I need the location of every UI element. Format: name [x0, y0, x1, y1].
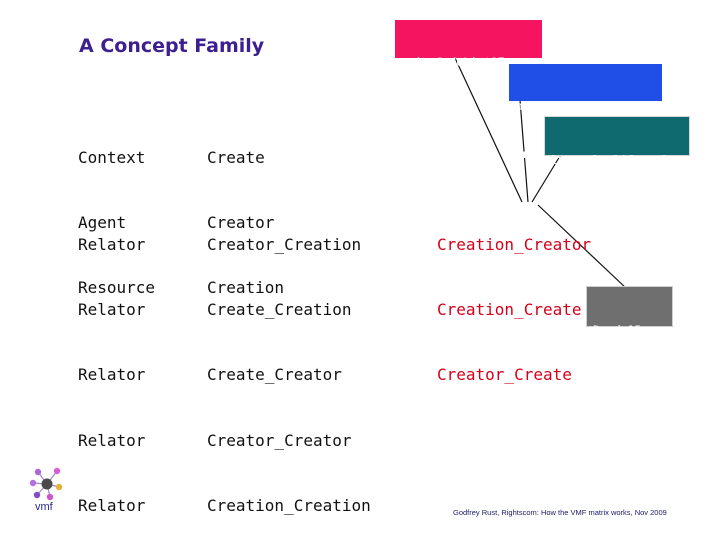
label-relator: Relator [78, 234, 146, 254]
value-create: Create [207, 147, 265, 167]
label-relator: Relator [78, 496, 146, 516]
label-relator: Relator [78, 299, 146, 319]
relator-labels: Relator Relator Relator Relator Relator [78, 190, 145, 539]
value-creator-creator: Creator_Creator [207, 430, 352, 450]
page-title: A Concept Family [79, 35, 265, 57]
footer-credit: Godfrey Rust, Rightscom: How the VMF mat… [453, 508, 667, 517]
dc-dc15-box: Dc:dc15 Creator [586, 286, 673, 385]
value-create-creator: Create_Creator [207, 365, 342, 385]
connector-onix [454, 57, 523, 203]
value-create-creation: Create_Creation [207, 299, 352, 319]
label-relator: Relator [78, 365, 146, 385]
context-agent-resource-values: Create Creator Creation [207, 103, 284, 321]
dc-code: Dc:dc15 [593, 323, 642, 337]
vmf-logo-label: vmf [35, 501, 53, 513]
value-creator-creation: Creator_Creation [207, 234, 362, 254]
value-creator: Creator [207, 212, 275, 232]
relator-values: Creator_Creation Create_Creation Create_… [207, 190, 371, 539]
marc21-relationship-box: marc21:Relationship Creator [509, 64, 662, 161]
value-creation-creation: Creation_Creation [207, 496, 371, 516]
onix-codelist-box: onix:CodeList17 Created by [395, 20, 542, 117]
connector-dc [537, 204, 628, 290]
label-agent: Agent [78, 212, 127, 232]
label-relator: Relator [78, 430, 146, 450]
connector-marc [519, 99, 529, 203]
lom-term: author [551, 201, 593, 215]
value-creation: Creation [207, 278, 285, 298]
onix-code: onix:CodeList17 [401, 55, 505, 69]
context-agent-resource-labels: Context Agent Resource [78, 103, 155, 321]
term-creator-create: Creator_Create [437, 365, 572, 385]
lom-code: lom:role_lifecycle [551, 153, 676, 167]
mapped-terms: Creation_Creator Creation_Create Creator… [437, 190, 591, 408]
lom-role-lifecycle-box: lom:role_lifecycle author [544, 116, 690, 215]
connector-lom [531, 155, 561, 203]
onix-term: Created by [401, 103, 471, 117]
label-context: Context [78, 147, 146, 167]
vmf-logo-icon [29, 467, 63, 501]
marc-code: marc21:Relationship [515, 99, 647, 113]
term-creation-creator: Creation_Creator [437, 234, 592, 254]
label-resource: Resource [78, 278, 156, 298]
dc-term: Creator [593, 371, 642, 385]
term-creation-create: Creation_Create [437, 299, 582, 319]
